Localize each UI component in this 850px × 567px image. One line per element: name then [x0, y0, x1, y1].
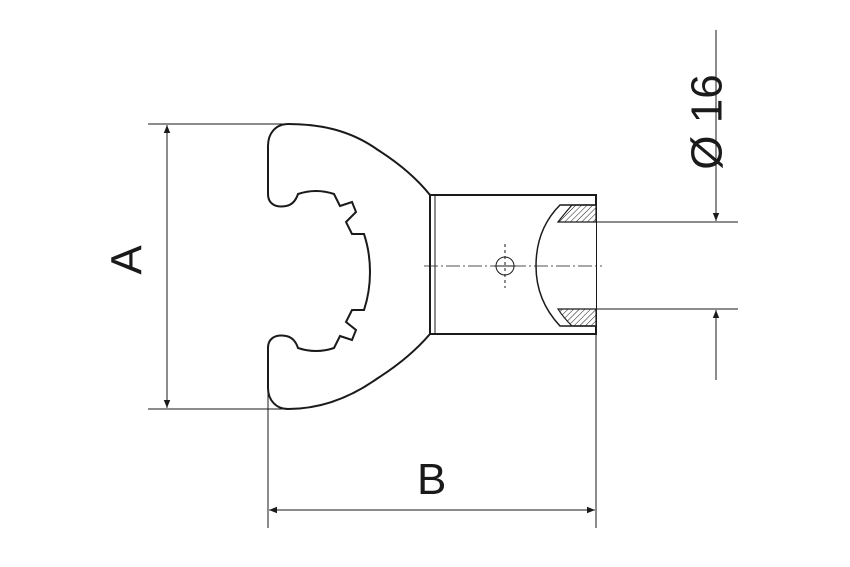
hatch-top — [556, 204, 597, 223]
dimension-label-diameter: Ø 16 — [682, 74, 732, 170]
wrench-head-outline — [267, 122, 431, 411]
hatch-bottom — [556, 308, 597, 327]
bore-section — [535, 204, 596, 327]
dimension-label-b: B — [417, 455, 447, 504]
dimension-label-a: A — [102, 245, 152, 275]
